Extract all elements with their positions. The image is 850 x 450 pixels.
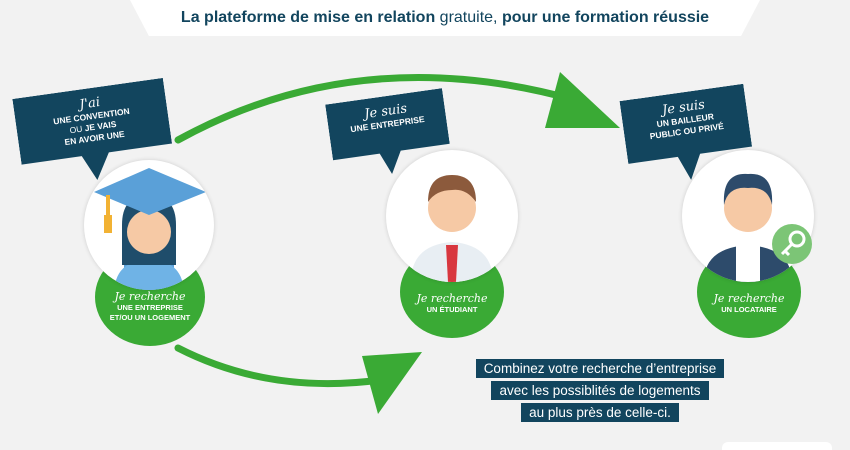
info-line: Combinez votre recherche d’entreprise — [475, 359, 725, 378]
title-part-3: pour une formation réussie — [501, 9, 710, 26]
arrow-icon — [174, 72, 620, 144]
search-script: Je recherche — [713, 292, 785, 305]
arrow-icon — [174, 344, 422, 414]
search-line: ET/OU UN LOGEMENT — [109, 313, 191, 322]
avatar-company — [386, 150, 518, 282]
info-block: Combinez votre recherche d’entreprise av… — [455, 359, 745, 422]
key-icon — [772, 224, 812, 264]
graduate-student-icon — [94, 168, 206, 290]
info-line: avec les possiblités de logements — [491, 381, 709, 400]
title-banner: La plateforme de mise en relation gratui… — [130, 0, 760, 36]
search-line: UNE ENTREPRISE — [117, 303, 183, 312]
search-script: Je recherche — [416, 292, 488, 305]
title-part-2: gratuite, — [439, 9, 498, 26]
page-title: La plateforme de mise en relation gratui… — [181, 9, 709, 27]
businessman-icon — [411, 175, 493, 282]
search-line: UN LOCATAIRE — [721, 305, 777, 314]
avatar-student — [84, 160, 214, 290]
avatar-landlord — [682, 150, 814, 282]
bottom-corner-tab — [722, 442, 832, 450]
search-script: Je recherche — [114, 290, 186, 303]
search-line: UN ÉTUDIANT — [426, 305, 478, 314]
title-part-1: La plateforme de mise en relation — [180, 9, 436, 26]
tag-line: OU — [69, 123, 84, 136]
landlord-icon — [704, 173, 792, 282]
info-line: au plus près de celle-ci. — [521, 403, 679, 422]
